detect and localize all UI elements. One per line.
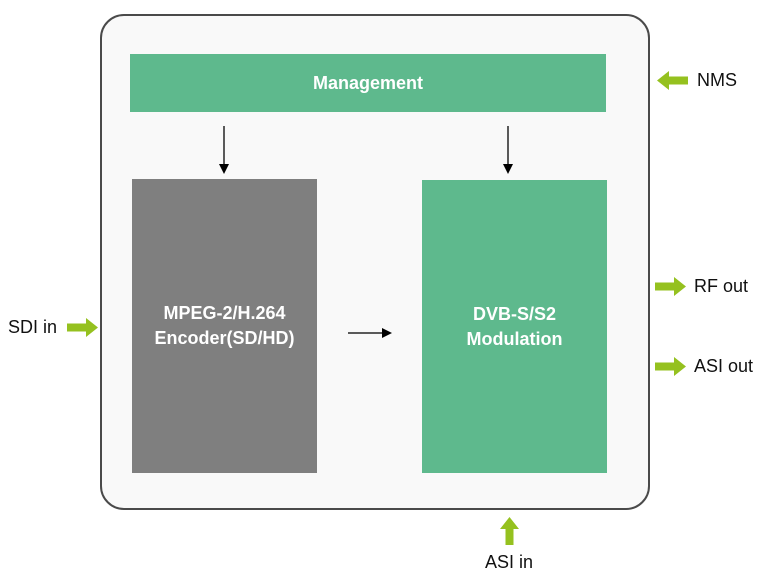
arrow-up-icon [499,517,519,545]
arrow-right-icon [655,357,686,376]
arrow-down-head [503,164,513,174]
encoder-to-modulation-arrow [348,328,392,338]
arrow-right-icon [67,318,99,337]
management-block: Management [130,54,606,112]
device-box: Management MPEG-2/H.264 Encoder(SD/HD) [100,14,650,510]
port-asi-out: ASI out [655,356,753,377]
port-asi-in-label: ASI in [484,552,534,572]
encoder-label-line2: Encoder(SD/HD) [154,328,295,348]
arrow-right-icon [655,277,686,296]
management-to-modulation-arrow [503,126,513,174]
port-asi-out-label: ASI out [694,356,754,376]
port-sdi-in-label: SDI in [8,317,58,337]
arrow-right-head [382,328,392,338]
modulation-label-line1: DVB-S/S2 [472,303,557,324]
arrow-down-head [219,164,229,174]
port-rf-out-label: RF out [694,276,749,296]
modulation-label-line2: Modulation [466,328,563,349]
management-label: Management [312,72,424,93]
port-nms-label: NMS [697,70,737,90]
modulation-block: DVB-S/S2 Modulation [422,180,607,473]
port-asi-in: ASI in [464,517,554,573]
port-nms: NMS [657,70,737,91]
port-sdi-in: SDI in [8,317,99,338]
arrow-left-icon [657,71,688,90]
encoder-block: MPEG-2/H.264 Encoder(SD/HD) [132,179,317,473]
encoder-label-line1: MPEG-2/H.264 [163,303,286,323]
management-to-encoder-arrow [219,126,229,174]
port-rf-out: RF out [655,276,748,297]
